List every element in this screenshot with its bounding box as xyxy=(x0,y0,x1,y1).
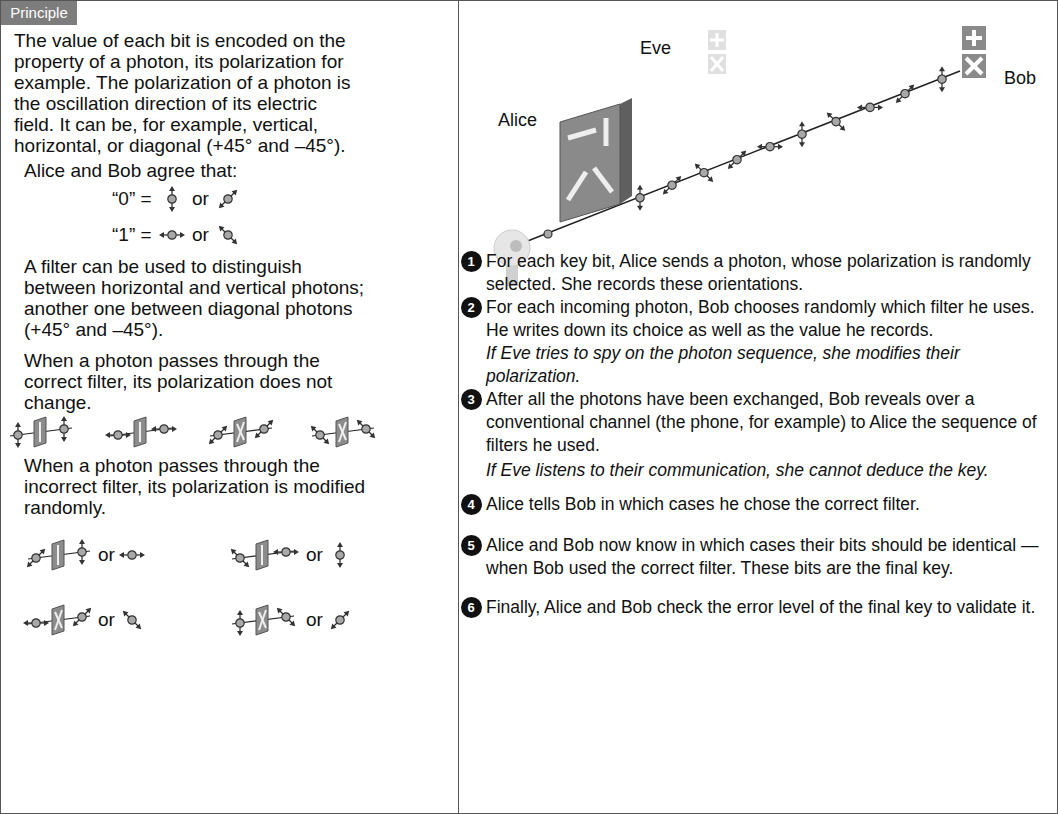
step-text: For each incoming photon, Bob chooses ra… xyxy=(486,296,1054,342)
incorrect-filter-rows xyxy=(28,551,294,624)
photon-symbol xyxy=(252,417,276,441)
filter-symbol xyxy=(52,605,64,635)
photon-symbol xyxy=(328,608,352,632)
node-text: Principle xyxy=(10,4,68,22)
eve-filters xyxy=(708,30,726,74)
photon-symbol xyxy=(274,605,298,629)
photon-symbol xyxy=(206,423,230,447)
node-text: 3 xyxy=(467,392,474,407)
filter-symbol xyxy=(336,417,348,447)
photon-symbol xyxy=(236,610,244,636)
note-text: If Eve listens to their communication, s… xyxy=(486,459,1054,482)
body-text: A filter can be used to distinguish betw… xyxy=(24,256,374,340)
or-label: or xyxy=(306,544,323,565)
photon-symbol xyxy=(228,546,252,570)
step-text: Finally, Alice and Bob check the error l… xyxy=(486,596,1054,619)
note-text: If Eve tries to spy on the photon sequen… xyxy=(486,342,1054,388)
bit-label: “0” = xyxy=(112,188,152,209)
photon-symbol xyxy=(14,422,22,448)
step-text: Alice and Bob now know in which cases th… xyxy=(486,534,1054,580)
or-label: or xyxy=(192,188,209,209)
filter-symbol xyxy=(34,417,46,447)
filter-symbol xyxy=(52,540,64,570)
photon-symbol xyxy=(119,551,145,559)
photon-symbol xyxy=(857,103,883,111)
photon-beam xyxy=(520,71,960,244)
photon-symbol xyxy=(273,548,299,556)
filter-symbol xyxy=(234,417,246,447)
step-number-circle: 5 xyxy=(461,535,482,556)
photon-symbol xyxy=(23,619,49,627)
actor-label: Eve xyxy=(640,38,671,59)
photon-symbol xyxy=(893,82,917,106)
panel-divider xyxy=(458,0,459,814)
step-number-circle: 6 xyxy=(461,597,482,618)
or-label: or xyxy=(192,224,209,245)
photon-symbol xyxy=(159,231,185,239)
photon-symbol xyxy=(336,542,344,568)
bob-filters xyxy=(962,26,986,78)
photon-symbol xyxy=(308,423,332,447)
photon-symbol xyxy=(938,66,946,92)
step-number-circle: 4 xyxy=(461,494,482,515)
node-text: 1 xyxy=(467,254,474,269)
photon-symbol xyxy=(24,546,48,570)
step-text: Alice tells Bob in which cases he chose … xyxy=(486,493,1054,516)
photon-symbol xyxy=(168,186,176,212)
photon-symbol xyxy=(660,173,684,197)
photon-symbol xyxy=(78,539,86,565)
filter-symbol xyxy=(256,540,268,570)
step-text: After all the photons have been exchange… xyxy=(486,388,1054,457)
photon-symbol xyxy=(105,431,131,439)
photon-symbol xyxy=(757,143,783,151)
or-label: or xyxy=(98,544,115,565)
photon-symbol xyxy=(151,425,177,433)
or-label: or xyxy=(98,609,115,630)
node-text: 6 xyxy=(467,600,474,615)
step-number-circle: 1 xyxy=(461,251,482,272)
photon-symbol xyxy=(725,148,749,172)
section-tab: Principle xyxy=(1,1,77,25)
alice-polarizer xyxy=(560,98,632,222)
photon-symbol xyxy=(798,121,806,147)
node-text: 5 xyxy=(467,538,474,553)
photon-symbol xyxy=(216,187,240,211)
body-text: The value of each bit is encoded on the … xyxy=(14,30,356,156)
body-text: When a photon passes through the correct… xyxy=(24,350,374,413)
step-number-circle: 3 xyxy=(461,389,482,410)
photon-symbol xyxy=(354,417,378,441)
photon-symbol xyxy=(120,608,144,632)
actor-label: Alice xyxy=(498,110,537,131)
filter-symbol xyxy=(256,605,268,635)
step-text: For each key bit, Alice sends a photon, … xyxy=(486,250,1054,296)
node-text: 4 xyxy=(467,497,474,512)
bit-label: “1” = xyxy=(112,224,152,245)
or-label: or xyxy=(306,609,323,630)
photon-symbol xyxy=(692,161,716,185)
photon-symbol xyxy=(636,185,644,211)
filter-symbol xyxy=(134,417,146,447)
photon-symbol xyxy=(70,605,94,629)
body-text: Alice and Bob agree that: xyxy=(24,160,237,181)
step-number-circle: 2 xyxy=(461,297,482,318)
body-text: When a photon passes through the incorre… xyxy=(24,455,374,518)
node-text: 2 xyxy=(467,300,474,315)
actor-label: Bob xyxy=(1004,68,1036,89)
photon-symbol xyxy=(544,230,552,238)
photon-symbol xyxy=(824,109,848,133)
photon-symbol xyxy=(60,416,68,442)
photon-symbol xyxy=(216,223,240,247)
